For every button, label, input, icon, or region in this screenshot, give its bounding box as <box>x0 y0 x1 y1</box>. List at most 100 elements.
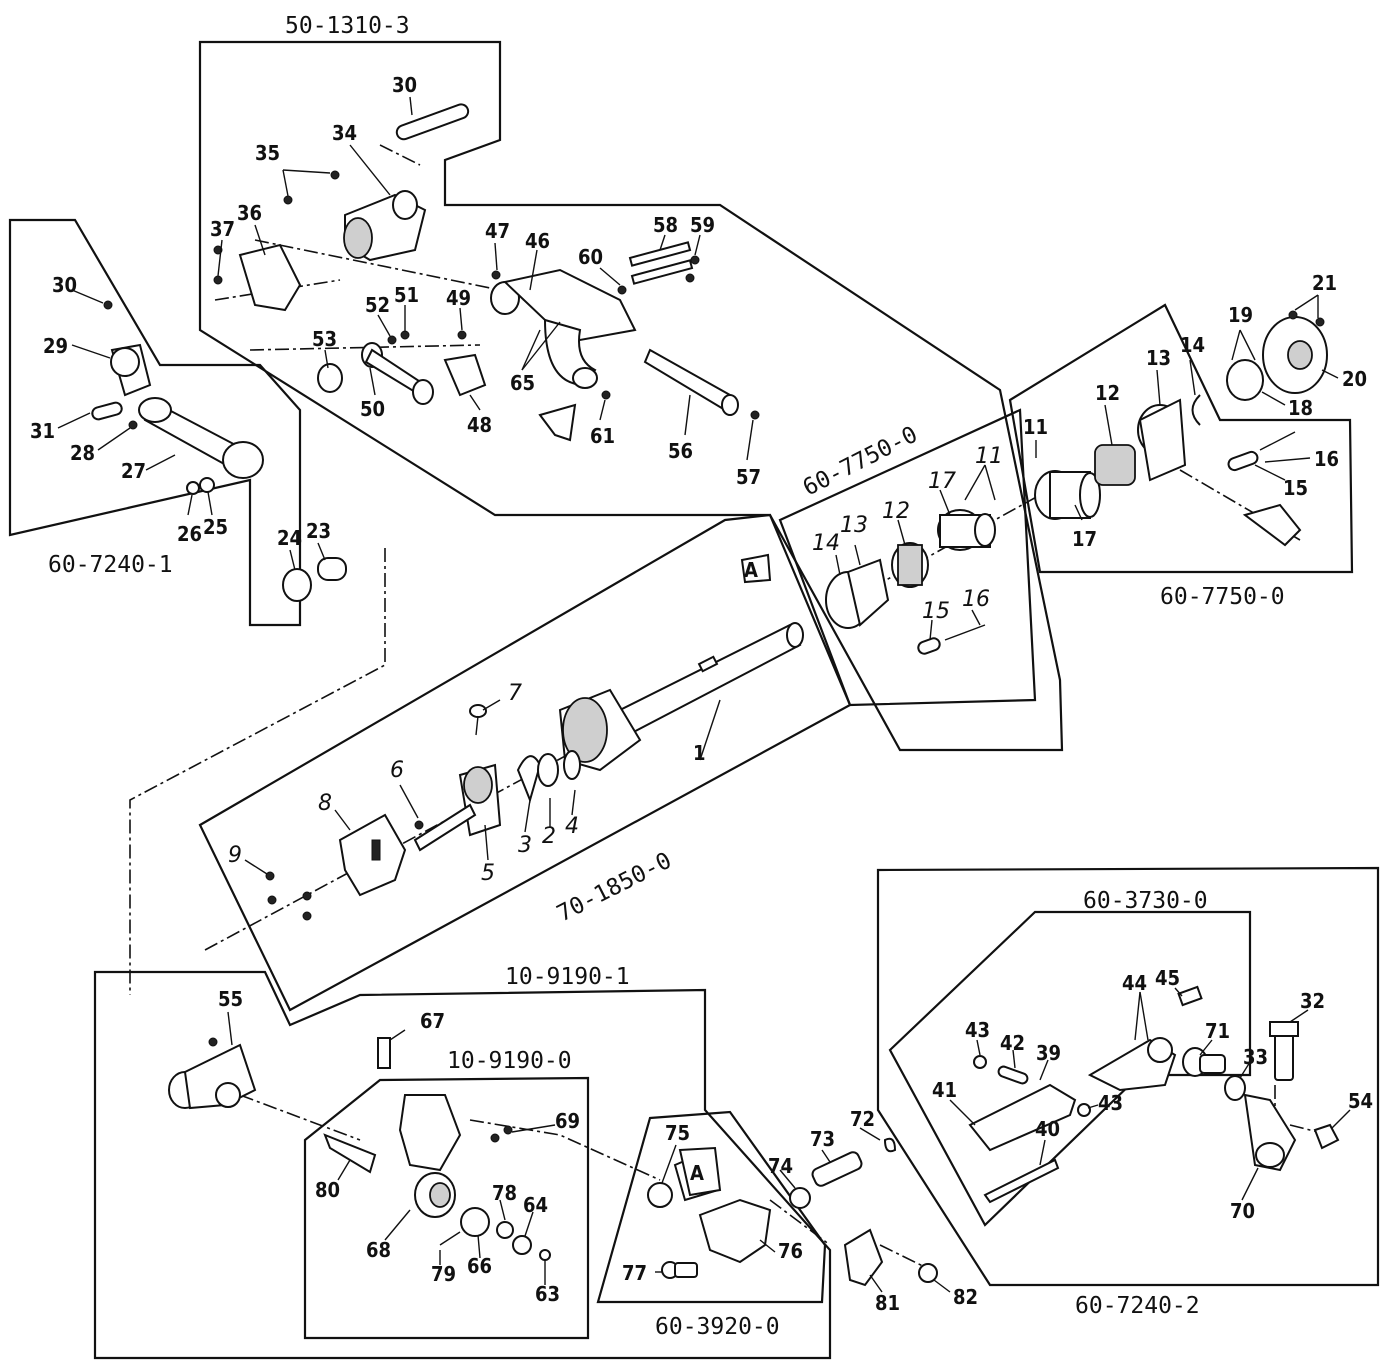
callout-6: 6 <box>390 758 404 783</box>
callout-61: 61 <box>590 424 615 448</box>
lever-70-parts <box>1224 1021 1340 1172</box>
callout-24: 24 <box>277 526 302 550</box>
callout-30-top: 30 <box>392 73 417 97</box>
marker-a-upper: A <box>744 558 758 582</box>
assembly-label-60-3730-0: 60-3730-0 <box>1083 888 1208 914</box>
callout-17-left: 17 <box>928 469 956 494</box>
callout-13-right: 13 <box>1146 346 1171 370</box>
assembly-label-60-7750-0-right: 60-7750-0 <box>1160 584 1285 610</box>
callout-41: 41 <box>932 1078 957 1102</box>
callout-8: 8 <box>318 791 332 816</box>
assembly-label-50-1310-3: 50-1310-3 <box>285 13 410 39</box>
assembly-frames <box>8 40 1380 1360</box>
frame-60-7240-2 <box>876 866 1380 1287</box>
callout-29: 29 <box>43 334 68 358</box>
callout-76: 76 <box>778 1239 803 1263</box>
callout-72: 72 <box>850 1107 875 1131</box>
frame-60-7750-0-left <box>778 408 1037 707</box>
callout-33: 33 <box>1243 1045 1268 1069</box>
callout-32: 32 <box>1300 989 1325 1013</box>
callout-82: 82 <box>953 1285 978 1309</box>
callout-50: 50 <box>360 397 385 421</box>
callout-79: 79 <box>431 1262 456 1286</box>
callout-69: 69 <box>555 1109 580 1133</box>
frame-60-7750-0-right <box>1008 303 1354 574</box>
callout-17-right: 17 <box>1072 527 1097 551</box>
callout-68: 68 <box>366 1238 391 1262</box>
callout-66: 66 <box>467 1254 492 1278</box>
frame-60-7240-1 <box>8 218 302 627</box>
callout-65: 65 <box>510 371 535 395</box>
callout-77: 77 <box>622 1261 647 1285</box>
callout-63: 63 <box>535 1282 560 1306</box>
callout-43-top: 43 <box>965 1018 990 1042</box>
callout-23: 23 <box>306 519 331 543</box>
upper-linkage <box>213 103 470 312</box>
screw-7 <box>469 704 487 736</box>
frame-60-3920-0 <box>596 1110 827 1304</box>
callout-45: 45 <box>1155 966 1180 990</box>
part-callouts: 1 2 3 4 5 6 7 8 9 11 12 13 14 15 16 17 1… <box>30 73 1373 1315</box>
assembly-label-60-3920-0: 60-3920-0 <box>655 1314 780 1340</box>
assembly-label-10-9190-0: 10-9190-0 <box>447 1048 572 1074</box>
marker-a-lower: A <box>690 1161 704 1185</box>
callout-34: 34 <box>332 121 357 145</box>
rod-50-linkage <box>317 330 487 405</box>
callout-15-left: 15 <box>922 599 950 624</box>
callout-15-right: 15 <box>1283 476 1308 500</box>
callout-54: 54 <box>1348 1089 1373 1113</box>
callout-39: 39 <box>1036 1041 1061 1065</box>
callout-71: 71 <box>1205 1019 1230 1043</box>
callout-67: 67 <box>420 1009 445 1033</box>
callout-40: 40 <box>1035 1117 1060 1141</box>
assembly-label-60-7240-1: 60-7240-1 <box>48 552 173 578</box>
assembly-label-60-7750-0-left: 60-7750-0 <box>799 422 922 502</box>
callout-5: 5 <box>481 861 495 886</box>
callout-21: 21 <box>1312 271 1337 295</box>
callout-46: 46 <box>525 229 550 253</box>
callout-36: 36 <box>237 201 262 225</box>
callout-44: 44 <box>1122 971 1147 995</box>
parts-72-82 <box>789 1137 938 1287</box>
callout-14-left: 14 <box>812 531 840 556</box>
callout-59: 59 <box>690 213 715 237</box>
callout-3: 3 <box>518 833 532 858</box>
callout-57: 57 <box>736 465 761 489</box>
callout-12-left: 12 <box>882 499 910 524</box>
frame-60-3730-0 <box>888 910 1252 1227</box>
callout-9: 9 <box>228 843 242 868</box>
callout-64: 64 <box>523 1193 548 1217</box>
callout-81: 81 <box>875 1291 900 1315</box>
marker-labels: A A <box>690 558 758 1185</box>
frame-10-9190-0 <box>303 1076 590 1340</box>
callout-2: 2 <box>542 824 556 849</box>
callout-53: 53 <box>312 327 337 351</box>
marker-a-plates <box>678 553 772 1197</box>
group-60-3730-0-parts <box>968 985 1226 1204</box>
callout-19: 19 <box>1228 303 1253 327</box>
callout-49: 49 <box>446 286 471 310</box>
callout-16-right: 16 <box>1314 447 1339 471</box>
callout-58: 58 <box>653 213 678 237</box>
main-shaft <box>558 622 804 772</box>
callout-78: 78 <box>492 1181 517 1205</box>
link-23-24 <box>282 557 347 602</box>
callout-51: 51 <box>394 283 419 307</box>
callout-42: 42 <box>1000 1031 1025 1055</box>
frame-70-1850-0 <box>198 513 852 1012</box>
callout-13-left: 13 <box>840 513 868 538</box>
callout-47: 47 <box>485 219 510 243</box>
frame-50-1310-3 <box>198 40 1064 752</box>
cam-assembly-18-20 <box>1226 310 1328 401</box>
lower-left-parts <box>168 1037 551 1261</box>
shaft-collar-group <box>413 750 581 852</box>
callout-14-right: 14 <box>1180 333 1205 357</box>
callout-74: 74 <box>768 1154 793 1178</box>
end-plate <box>265 813 424 921</box>
bearing-sleeve-right <box>1034 394 1302 547</box>
lever-46-bracket <box>490 241 760 442</box>
callout-55: 55 <box>218 987 243 1011</box>
assembly-label-60-7240-2: 60-7240-2 <box>1075 1293 1200 1319</box>
callout-73: 73 <box>810 1127 835 1151</box>
